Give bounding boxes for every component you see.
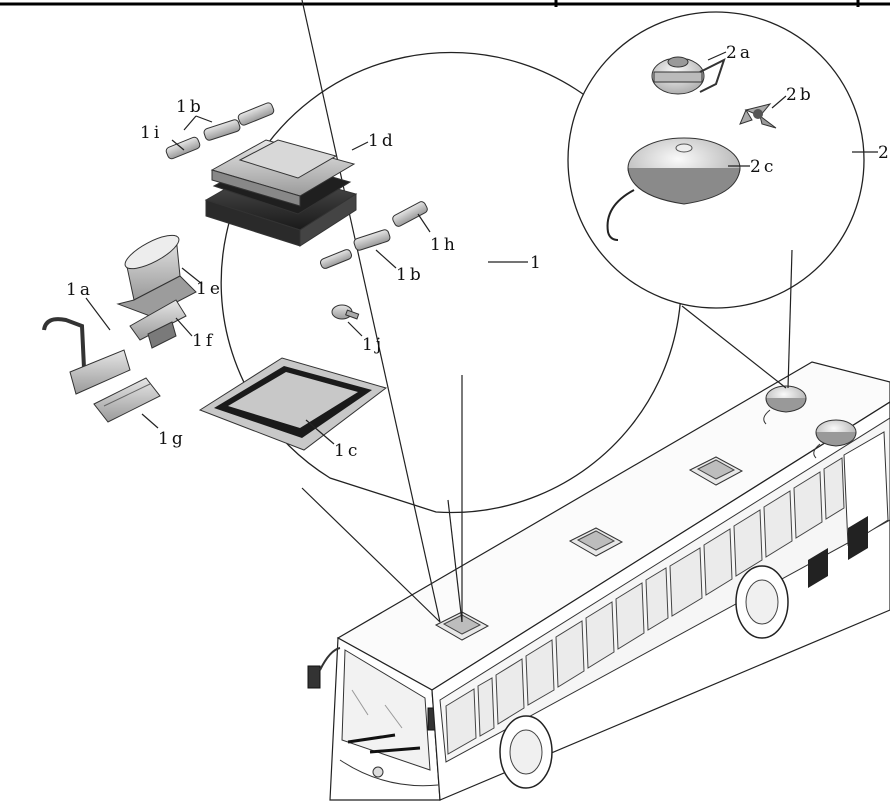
part-1f-clip [129, 299, 187, 349]
bus-side-vents [808, 516, 868, 588]
label-1h: 1h [430, 235, 458, 255]
top-frame-border [0, 0, 890, 7]
label-2b: 2b [786, 85, 814, 105]
bus-wheels [499, 565, 789, 789]
label-1i: 1i [140, 123, 162, 143]
label-group-2: 2 [878, 143, 890, 163]
label-group-1: 1 [530, 253, 544, 273]
label-2c: 2c [750, 157, 776, 177]
bus-side-windows [445, 457, 845, 755]
part-labels: 1a 1b 1i 1d 1e 1f 1g 1c 1j 1b 1h 1 2a 2b… [66, 43, 890, 461]
part-1i-bracket [165, 136, 201, 160]
part-1b-bracket-top [237, 102, 275, 126]
part-1h-bracket [392, 201, 428, 227]
label-1d: 1d [368, 131, 396, 151]
label-1j: 1j [362, 335, 384, 355]
label-1a: 1a [66, 280, 93, 300]
label-1b-top: 1b [176, 97, 204, 117]
part-1a-handle [42, 317, 131, 395]
part-2c-fan-housing [606, 137, 741, 241]
label-1f: 1f [192, 331, 215, 351]
part-1b-spring-top [203, 119, 241, 141]
bus-roof-hatches [434, 456, 744, 641]
bubble-1-leader-left [301, 0, 441, 623]
bus-roof-fans [763, 385, 857, 459]
part-1g-base-plate [93, 377, 161, 423]
label-1g: 1g [158, 429, 186, 449]
leader-lines [85, 51, 787, 445]
part-1j-knob [331, 304, 360, 320]
label-1b-mid: 1b [396, 265, 424, 285]
part-2a-motor [651, 56, 726, 95]
part-2b-fan-blade [739, 103, 777, 129]
bus-illustration [307, 361, 890, 801]
part-1d-roof-hatch [204, 139, 358, 247]
part-1e-hinge [116, 234, 197, 317]
label-2a: 2a [726, 43, 753, 63]
part-1c-gasket [198, 357, 388, 451]
label-1e: 1e [196, 279, 223, 299]
label-1c: 1c [334, 441, 360, 461]
part-1b-spring-mid [319, 229, 391, 269]
